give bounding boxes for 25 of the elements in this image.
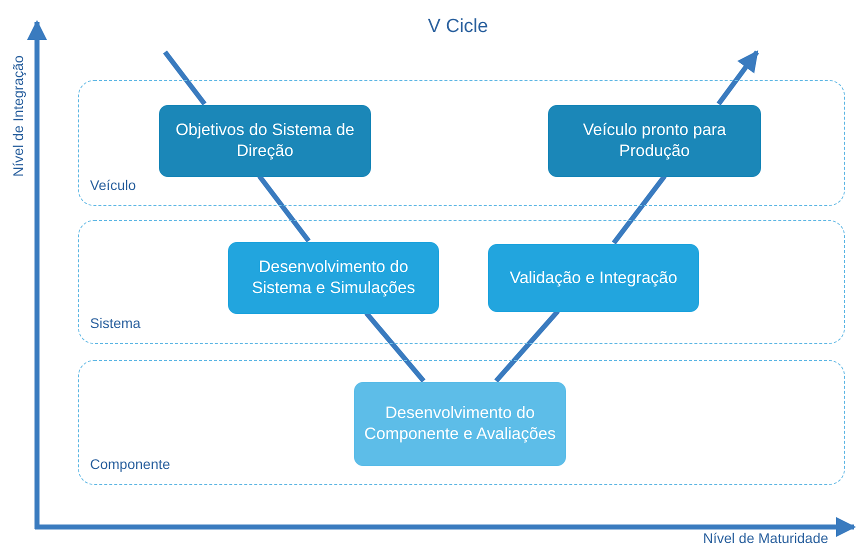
axis-label: Nível de Integração [10,54,26,179]
process-box [548,105,761,177]
level-label: Veículo [90,177,136,193]
connector-line [716,50,759,106]
process-box [354,382,566,466]
connector-line [163,50,207,106]
connector-line [257,174,311,243]
connector-line [612,174,667,244]
process-box [228,242,439,314]
level-band [78,80,845,206]
connector-line [364,311,426,383]
step-text: Objetivos do Sistema de Direção [174,120,356,162]
step-text: Veículo pronto para Produção [582,120,728,162]
diagram-title: V Cicle [426,16,490,38]
level-label: Componente [90,456,170,472]
axis-label: Nível de Maturidade [703,530,828,546]
level-label: Sistema [90,315,141,331]
connector-line [494,309,560,383]
step-text: Validação e Integração [510,268,678,288]
step-text: Desenvolvimento do Componente e Avaliações [364,403,556,445]
process-box [159,105,371,177]
step-text: Desenvolvimento do Sistema e Simulações [250,257,416,299]
level-band [78,360,845,485]
level-band [78,220,845,344]
process-box [488,244,699,312]
